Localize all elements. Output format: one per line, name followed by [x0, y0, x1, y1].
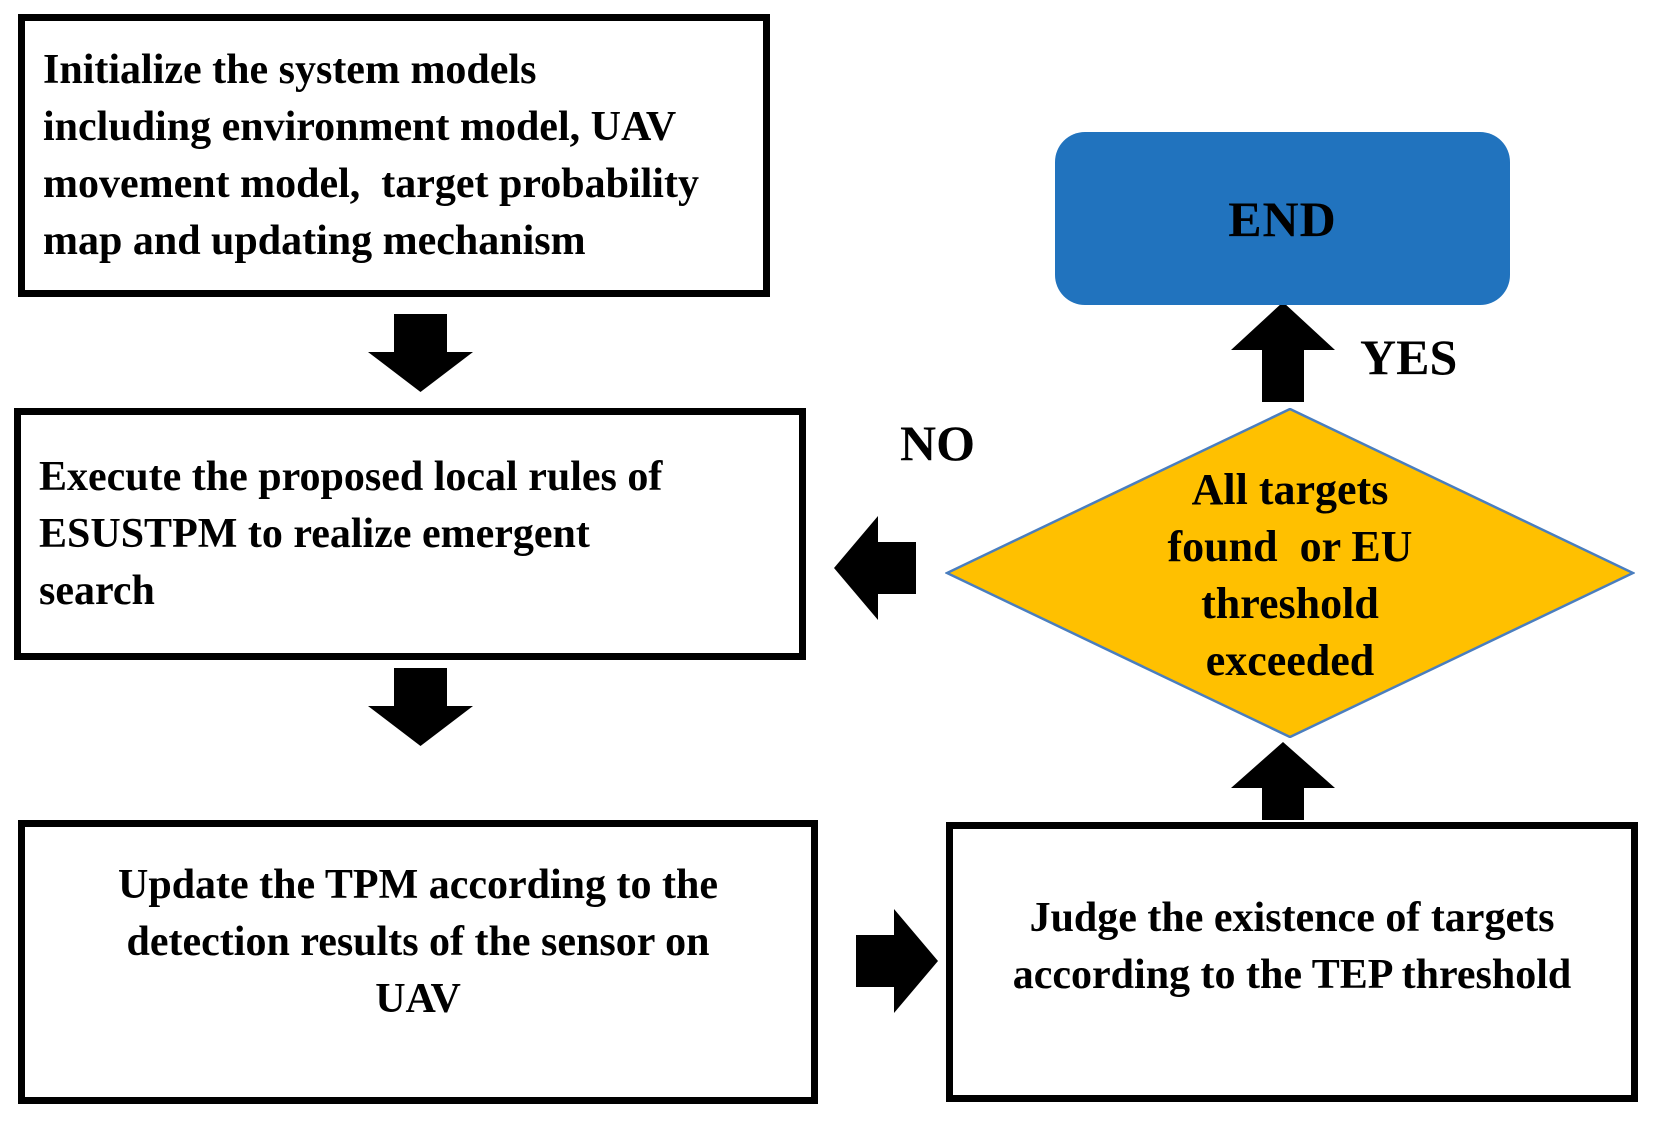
box-initialize-system-models: Initialize the system models including e…: [18, 14, 770, 297]
arrow-down-execute-to-update-icon: [368, 668, 473, 746]
decision-all-targets-found: All targets found or EU threshold exceed…: [945, 408, 1635, 738]
label-yes: YES: [1360, 329, 1458, 385]
end-node: END: [1055, 132, 1510, 305]
arrow-right-update-to-judge-icon: [856, 909, 938, 1013]
decision-diamond-shape-icon: [945, 408, 1635, 738]
box-judge-existence: Judge the existence of targets according…: [946, 822, 1638, 1102]
label-no: NO: [900, 415, 975, 471]
end-node-text: END: [1228, 190, 1337, 247]
box-initialize-text: Initialize the system models including e…: [43, 46, 699, 264]
arrow-down-init-to-execute-icon: [368, 314, 473, 392]
decision-text: All targets found or EU threshold exceed…: [1167, 465, 1413, 685]
box-execute-text: Execute the proposed local rules of ESUS…: [39, 453, 663, 614]
arrow-up-decision-to-end-icon: [1231, 302, 1335, 402]
arrow-left-decision-to-execute-icon: [834, 516, 916, 620]
box-update-tpm: Update the TPM according to the detectio…: [18, 820, 818, 1104]
box-execute-local-rules: Execute the proposed local rules of ESUS…: [14, 408, 806, 660]
box-judge-text: Judge the existence of targets according…: [1012, 895, 1572, 998]
arrow-up-judge-to-decision-icon: [1231, 742, 1335, 820]
box-update-text: Update the TPM according to the detectio…: [118, 861, 718, 1022]
